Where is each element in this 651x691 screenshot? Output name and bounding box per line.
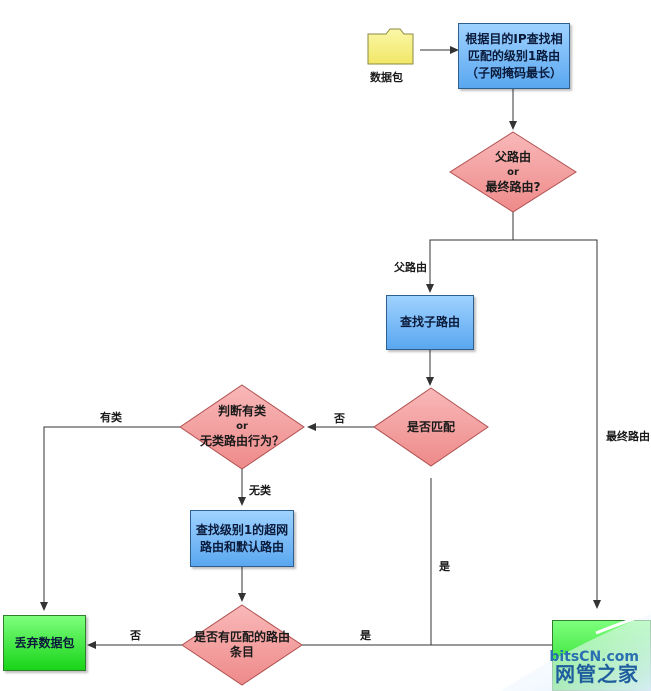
lookup-line-3: （子网掩码最长） bbox=[465, 65, 562, 80]
find-supernet-default-box: 查找级别1的超网 路由和默认路由 bbox=[190, 510, 294, 567]
find-child-route-box: 查找子路由 bbox=[386, 295, 474, 350]
decision-match-label: 是否匹配 bbox=[406, 419, 455, 434]
watermark-line-1: bitsCN.com bbox=[549, 649, 639, 665]
d3-line-1: 判断有类 bbox=[217, 403, 266, 418]
packet-folder-icon bbox=[367, 28, 414, 65]
d4-line-1: 是否有匹配的路由 bbox=[193, 630, 290, 644]
decision-match-shape bbox=[373, 387, 489, 467]
watermark-line-2: 网管之家 bbox=[555, 662, 639, 686]
edge-classful-to-drop bbox=[40, 426, 180, 611]
edge-label-yes-has-match: 是 bbox=[360, 629, 371, 642]
edge-yes-match bbox=[302, 478, 432, 646]
watermark: bitsCN.com 网管之家 bbox=[501, 611, 651, 691]
edge-label-classless: 无类 bbox=[249, 484, 271, 497]
d4-line-2: 条目 bbox=[229, 645, 254, 659]
decision-parent-or-final-label: 父路由 or 最终路由? bbox=[460, 146, 566, 198]
edge-label-no-classful: 否 bbox=[334, 412, 345, 425]
edge-label-classful: 有类 bbox=[100, 411, 122, 424]
d1-line-1: 父路由 bbox=[494, 149, 531, 164]
edge-label-yes-match: 是 bbox=[439, 560, 450, 573]
d1-line-3: 最终路由? bbox=[485, 179, 541, 194]
d3-line-2: or bbox=[236, 420, 248, 432]
drop-packet-box: 丢弃数据包 bbox=[3, 615, 86, 671]
supernet-line-2: 路由和默认路由 bbox=[199, 539, 284, 554]
d1-line-2: or bbox=[507, 166, 519, 178]
edge-label-no-drop: 否 bbox=[130, 629, 141, 642]
d3-line-3: 无类路由行为？ bbox=[199, 433, 284, 448]
edge-final-route bbox=[513, 239, 601, 609]
edge-parent-route bbox=[426, 212, 514, 293]
decision-has-match-label: 是否有匹配的路由 条目 bbox=[188, 627, 296, 663]
packet-label: 数据包 bbox=[370, 71, 403, 84]
watermark-shape bbox=[501, 611, 651, 691]
lookup-line-2: 匹配的级别1路由 bbox=[467, 48, 561, 63]
edge-label-final-route: 最终路由 bbox=[606, 430, 650, 443]
edge-label-parent-route: 父路由 bbox=[394, 261, 427, 274]
decision-has-match-shape bbox=[181, 604, 303, 686]
supernet-line-1: 查找级别1的超网 bbox=[195, 522, 289, 537]
decision-classful-label: 判断有类 or 无类路由行为？ bbox=[190, 400, 294, 452]
lookup-level1-box: 根据目的IP查找相 匹配的级别1路由 （子网掩码最长） bbox=[458, 23, 570, 89]
lookup-line-1: 根据目的IP查找相 bbox=[465, 31, 563, 46]
